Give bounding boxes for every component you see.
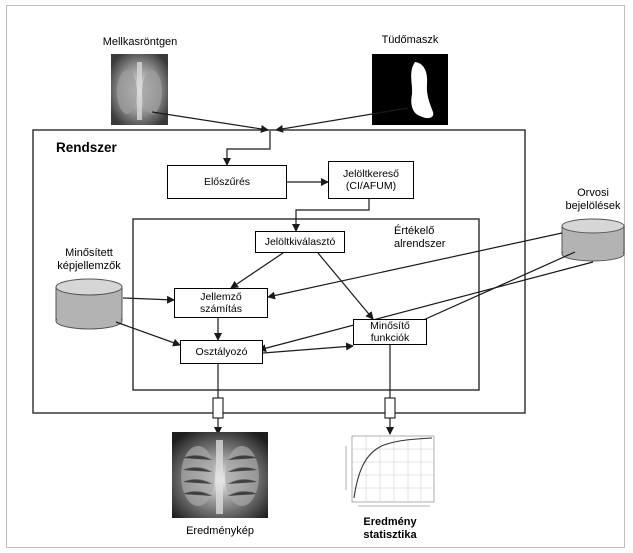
doctor-annotations-cylinder (561, 218, 625, 262)
system-title: Rendszer (56, 140, 117, 155)
candidate-finder-box: Jelöltkereső (CI/AFUM) (328, 161, 414, 199)
prefilter-label: Előszűrés (203, 176, 251, 188)
features-database-cylinder (55, 278, 123, 330)
prefilter-box: Előszűrés (167, 165, 287, 199)
result-stats-label-line2: statisztika (363, 529, 417, 541)
arrow-doctor-to-classifier (258, 261, 594, 353)
result-stats-label: Eredmény statisztika (340, 516, 440, 542)
arrow-classifier-to-qualifier (262, 342, 354, 354)
arrow-selector-to-feature-calc (230, 252, 284, 289)
feature-calc-box: Jellemző számítás (174, 288, 268, 318)
chest-xray-input-image (111, 54, 168, 125)
qualifier-label-line2: funkciók (370, 332, 410, 344)
arrow-db-to-feature-calc (122, 295, 175, 304)
result-stats-label-line1: Eredmény (363, 516, 417, 528)
candidate-finder-label-line1: Jelöltkereső (342, 168, 400, 180)
subsystem-title-line2: alrendszer (394, 238, 446, 250)
arrow-doctor-to-feature-calc (267, 232, 563, 300)
doctor-label-line2: bejelölések (565, 200, 621, 212)
lung-mask-label: Tüdőmaszk (381, 34, 439, 46)
arrow-selector-to-qualifier (317, 252, 374, 320)
arrow-system-to-prefilter (223, 131, 271, 166)
chest-xray-label: Mellkasröntgen (102, 36, 178, 48)
figure-frame (6, 5, 625, 548)
candidate-selector-box: Jelöltkiválasztó (255, 231, 345, 253)
doctor-label-line1: Orvosi (577, 187, 609, 199)
feature-calc-label-line1: Jellemző (200, 291, 242, 303)
candidate-finder-label-line2: (CI/AFUM) (345, 180, 397, 192)
feature-calc-label-line2: számítás (199, 303, 242, 315)
arrow-xray-to-system (151, 111, 269, 133)
output-port-left (212, 397, 224, 419)
result-image-label: Eredménykép (186, 525, 254, 537)
classifier-box: Osztályozó (180, 340, 263, 364)
qualifier-label-line1: Minősítő (370, 320, 410, 332)
subsystem-title: Értékelő alrendszer (394, 225, 445, 251)
result-statistics-plot (345, 435, 435, 507)
qualifier-box: Minősítő funkciók (353, 319, 427, 345)
doctor-annotations-label: Orvosi bejelölések (553, 187, 633, 213)
subsystem-title-line1: Értékelő (394, 225, 435, 237)
classifier-label: Osztályozó (195, 346, 248, 358)
features-db-label-line1: Minősített (65, 247, 113, 259)
candidate-selector-label: Jelöltkiválasztó (264, 236, 336, 248)
arrow-candidate-finder-to-selector (292, 199, 370, 232)
arrow-doctor-to-qualifier (400, 251, 576, 331)
arrow-mask-to-system (275, 107, 409, 133)
output-port-right (384, 397, 396, 419)
subsystem-box (132, 218, 480, 391)
lung-mask-input-image (372, 54, 448, 125)
result-xray-image (172, 432, 268, 518)
features-db-label-line2: képjellemzők (57, 260, 121, 272)
arrow-db-to-classifier (115, 321, 181, 347)
features-db-label: Minősített képjellemzők (34, 247, 144, 273)
